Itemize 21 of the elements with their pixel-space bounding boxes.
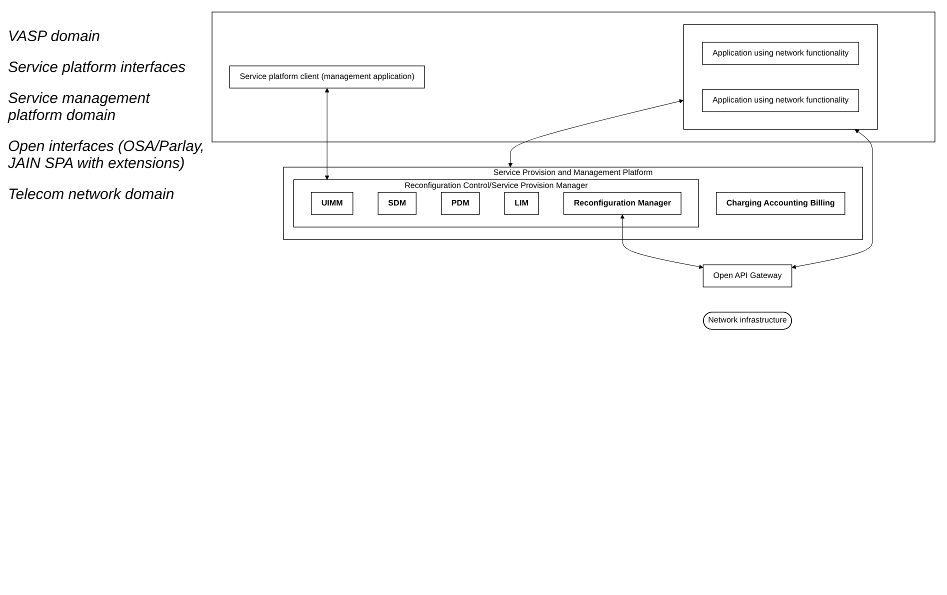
annotation-label: Open interfaces (OSA/Parlay, JAIN SPA with extensions): [8, 138, 206, 172]
annotation-label: VASP domain: [8, 28, 101, 45]
arrow: [792, 129, 873, 269]
node-box: Open API Gateway: [702, 264, 792, 288]
node-box: UIMM: [310, 192, 354, 215]
node-box: Service platform client (management application): [229, 66, 425, 88]
node-box: Charging Accounting Billing: [716, 192, 846, 215]
annotation-label: Telecom network domain: [8, 186, 176, 203]
annotation-label: Service management platform domain: [8, 90, 152, 124]
node-box: Application using network functionality: [702, 42, 860, 65]
arrow: [324, 88, 330, 180]
arrow: [620, 214, 704, 269]
cluster: [212, 12, 936, 142]
node-box: Application using network functionality: [702, 89, 860, 112]
node-box: SDM: [378, 192, 416, 215]
node-box: PDM: [441, 192, 480, 215]
arrow: [508, 99, 684, 168]
cluster: [683, 24, 878, 130]
annotation-label: Service platform interfaces: [8, 59, 187, 76]
node-box: LIM: [504, 192, 539, 215]
node-box: Reconfiguration Manager: [563, 192, 682, 215]
